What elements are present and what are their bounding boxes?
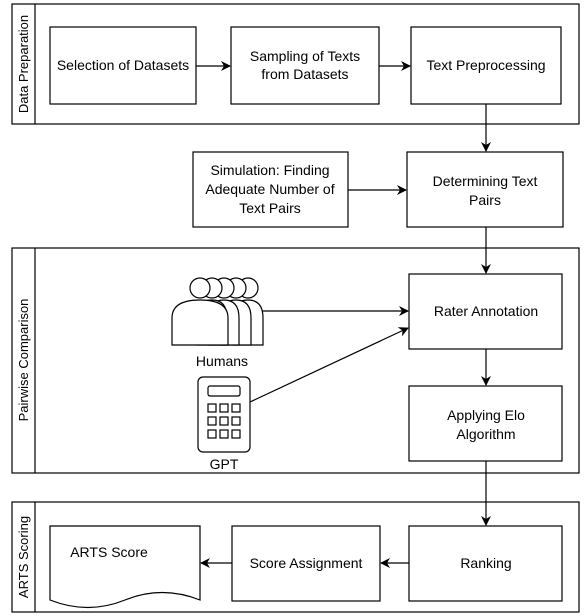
humans-icon [171, 277, 264, 346]
sampling-of-texts-label-line1: Sampling of Texts [250, 48, 360, 64]
sampling-of-texts-label-line2: from Datasets [261, 66, 348, 82]
simulation-label-line2: Adequate Number of [205, 181, 334, 197]
section-title-data-preparation: Data Preparation [16, 15, 31, 113]
text-preprocessing-box: Text Preprocessing [410, 26, 562, 105]
section-data-preparation: Data Preparation [11, 3, 580, 125]
humans-label: Humans [196, 353, 248, 369]
arrow-gpt-to-rater [249, 327, 409, 403]
simulation-box: Simulation: Finding Adequate Number of T… [192, 151, 349, 228]
determining-text-pairs-label-line2: Pairs [469, 192, 501, 208]
simulation-label-line1: Simulation: Finding [210, 162, 329, 178]
ranking-box: Ranking [408, 525, 563, 602]
selection-of-datasets-label: Selection of Datasets [57, 57, 189, 73]
determining-text-pairs-label-line1: Determining Text [433, 173, 538, 189]
selection-of-datasets-box: Selection of Datasets [49, 26, 197, 105]
rater-annotation-label: Rater Annotation [434, 303, 538, 319]
applying-elo-label-line1: Applying Elo [447, 407, 525, 423]
section-title-pairwise-comparison: Pairwise Comparison [16, 299, 31, 422]
applying-elo-box: Applying Elo Algorithm [408, 385, 563, 462]
ranking-label: Ranking [460, 555, 511, 571]
rater-annotation-box: Rater Annotation [408, 273, 563, 350]
determining-text-pairs-box: Determining Text Pairs [406, 151, 564, 228]
arts-score-label: ARTS Score [70, 544, 148, 560]
applying-elo-label-line2: Algorithm [456, 426, 515, 442]
text-preprocessing-label: Text Preprocessing [426, 57, 545, 73]
arts-score-document: ARTS Score [49, 525, 201, 609]
section-arts-scoring: ARTS Scoring [11, 501, 580, 613]
simulation-label-line3: Text Pairs [239, 200, 300, 216]
connectors [196, 61, 491, 568]
score-assignment-box: Score Assignment [231, 525, 381, 602]
section-title-arts-scoring: ARTS Scoring [16, 516, 31, 598]
gpt-label: GPT [210, 456, 239, 472]
sampling-of-texts-box: Sampling of Texts from Datasets [230, 26, 380, 105]
calculator-icon [197, 376, 251, 453]
section-pairwise-comparison: Pairwise Comparison [11, 247, 580, 474]
score-assignment-label: Score Assignment [250, 555, 363, 571]
